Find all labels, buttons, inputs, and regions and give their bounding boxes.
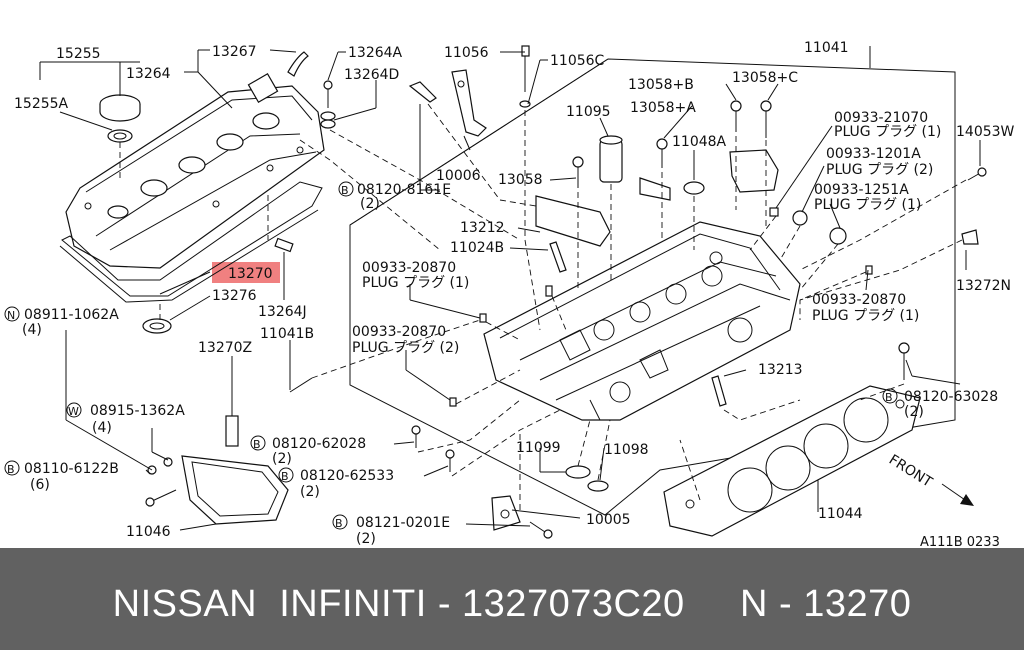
label-00933-21070: 00933-21070 — [834, 110, 928, 126]
label-08120-62533: 08120-62533 — [300, 468, 394, 484]
label-13264a: 13264A — [348, 45, 403, 61]
label-15255a: 15255A — [14, 96, 69, 112]
label-13058c: 13058+C — [732, 70, 798, 86]
label-08110-6122b: 08110-6122B — [24, 461, 119, 477]
label-13264: 13264 — [126, 66, 171, 82]
label-qty-2d: (2) — [300, 484, 320, 500]
label-qty-2a: (2) — [360, 196, 380, 212]
label-00933-20870-a: 00933-20870 — [362, 260, 456, 276]
label-10005: 10005 — [586, 512, 631, 528]
label-b-08120-62533: B — [281, 470, 289, 483]
label-08121-0201e: 08121-0201E — [356, 515, 450, 531]
oil-filler-cap — [99, 94, 141, 143]
label-11095: 11095 — [566, 104, 611, 120]
label-qty-4b: (4) — [92, 420, 112, 436]
caption-text: NISSAN INFINITI - 1327073C20 N - 13270 — [112, 583, 912, 625]
label-00933-1201a: 00933-1201A — [826, 146, 921, 162]
label-15255: 15255 — [56, 46, 101, 62]
label-plug-4: PLUG プラグ (1) — [362, 275, 469, 291]
label-13272n: 13272N — [956, 278, 1011, 294]
label-plug-6: PLUG プラグ (2) — [352, 340, 459, 356]
label-qty-4a: (4) — [22, 322, 42, 338]
gasket-13270 — [61, 181, 323, 297]
diagram-code: A111B 0233 — [920, 535, 1000, 548]
label-w-08915: W — [68, 405, 79, 418]
group-frame — [349, 58, 956, 516]
label-qty-2e: (2) — [356, 531, 376, 547]
label-11044: 11044 — [818, 506, 863, 522]
label-13270: 13270 — [228, 266, 273, 282]
front-arrow — [941, 483, 974, 506]
label-13213: 13213 — [758, 362, 803, 378]
highlight-13270 — [212, 262, 280, 283]
label-08120-8161e: 08120-8161E — [357, 182, 451, 198]
label-b-08120-63028: B — [885, 391, 893, 404]
label-13267: 13267 — [212, 44, 257, 60]
label-11056c: 11056C — [550, 53, 605, 69]
front-cover — [181, 455, 289, 525]
label-n-08911: N — [7, 309, 15, 322]
label-11048a: 11048A — [672, 134, 727, 150]
label-11041: 11041 — [804, 40, 849, 56]
head-gasket — [663, 385, 921, 537]
label-11046: 11046 — [126, 524, 171, 540]
label-11056: 11056 — [444, 45, 489, 61]
label-qty-2b: (2) — [904, 404, 924, 420]
valve-cover — [65, 73, 325, 269]
label-14053w: 14053W — [956, 124, 1015, 140]
label-13270z: 13270Z — [198, 340, 252, 356]
label-00933-20870-c: 00933-20870 — [352, 324, 446, 340]
label-13058: 13058 — [498, 172, 543, 188]
parts-diagram: FRONT — [4, 40, 1015, 550]
label-13058a: 13058+A — [630, 100, 696, 116]
cylinder-head — [483, 221, 801, 421]
label-plug-3: PLUG プラグ (1) — [814, 197, 921, 213]
label-11024b: 11024B — [450, 240, 504, 256]
label-08120-63028: 08120-63028 — [904, 389, 998, 405]
label-13212: 13212 — [460, 220, 505, 236]
label-08120-62028: 08120-62028 — [272, 436, 366, 452]
label-08911-1062a: 08911-1062A — [24, 307, 119, 323]
label-11098: 11098 — [604, 442, 649, 458]
label-plug-1: PLUG プラグ (1) — [834, 124, 941, 140]
label-qty-6: (6) — [30, 477, 50, 493]
label-11099: 11099 — [516, 440, 561, 456]
label-00933-1251a: 00933-1251A — [814, 182, 909, 198]
caption-bar: NISSAN INFINITI - 1327073C20 N - 13270 — [0, 548, 1024, 650]
exploded-view-drawing: FRONT — [4, 40, 1015, 550]
label-13276: 13276 — [212, 288, 257, 304]
label-plug-2: PLUG プラグ (2) — [826, 162, 933, 178]
front-label: FRONT — [886, 452, 935, 491]
label-13264d: 13264D — [344, 67, 399, 83]
label-b-08120-62028: B — [253, 438, 261, 451]
label-08915-1362a: 08915-1362A — [90, 403, 185, 419]
label-b-08121: B — [335, 517, 343, 530]
label-13264j: 13264J — [258, 304, 307, 320]
label-b-08110: B — [7, 463, 15, 476]
label-00933-20870-b: 00933-20870 — [812, 292, 906, 308]
label-qty-2c: (2) — [272, 451, 292, 467]
label-13058b: 13058+B — [628, 77, 694, 93]
label-11041b: 11041B — [260, 326, 314, 342]
label-b-08120-8161e: B — [341, 184, 349, 197]
label-10006: 10006 — [436, 168, 481, 184]
label-plug-5: PLUG プラグ (1) — [812, 308, 919, 324]
